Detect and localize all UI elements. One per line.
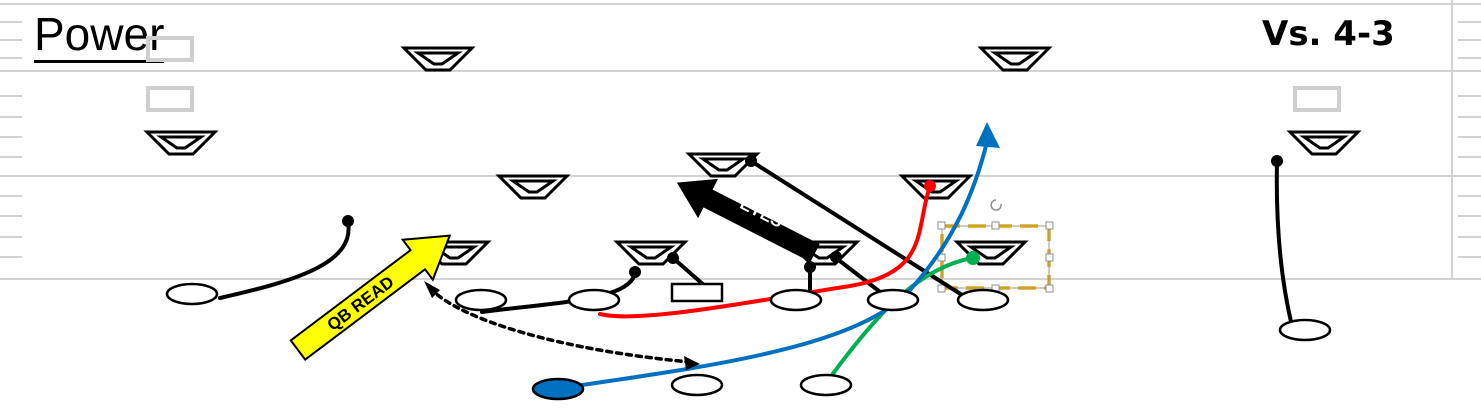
- defender-safety-left: [400, 46, 476, 72]
- player-left-tackle: [454, 288, 508, 312]
- block-point: [1271, 155, 1283, 167]
- qb-read-arrow-icon: [289, 234, 452, 361]
- player-right-guard: [769, 288, 823, 312]
- routes: [218, 122, 1295, 387]
- qb-read-callout: QB READ: [289, 234, 452, 361]
- rotate-handle-icon[interactable]: [990, 199, 1002, 211]
- cornerback-right: [1293, 86, 1341, 112]
- route-arrowhead-icon: [976, 122, 1000, 148]
- block-point: [966, 251, 980, 265]
- qb-read-path: [428, 286, 692, 364]
- player-tight-end: [956, 288, 1010, 312]
- defense-label: Vs. 4-3: [1262, 14, 1395, 54]
- defender-linebacker-right: [898, 174, 974, 200]
- route-fullback: [830, 256, 974, 377]
- hash-marks-right: [1458, 21, 1481, 258]
- offense: [165, 282, 1332, 401]
- player-quarterback: [670, 373, 724, 397]
- defender-corner-left: [143, 130, 219, 156]
- block-point: [924, 180, 936, 192]
- block-center: [671, 256, 707, 288]
- player-center: [670, 282, 724, 303]
- block-point: [342, 215, 354, 227]
- block-point: [667, 252, 679, 264]
- defender-linebacker-mid: [685, 152, 761, 178]
- route-pulling-guard: [598, 184, 932, 319]
- block-point: [745, 155, 757, 167]
- cornerback-left-back: [146, 36, 194, 62]
- defender-linebacker-left: [495, 174, 571, 200]
- player-split-end: [165, 282, 219, 306]
- field-lines: [0, 0, 1481, 280]
- eyes-arrow-icon: [676, 178, 820, 262]
- eyes-callout: EYES: [676, 178, 820, 262]
- player-wide-receiver: [1278, 318, 1332, 342]
- player-fullback: [799, 373, 853, 397]
- block-point: [830, 251, 842, 263]
- player-left-guard: [567, 288, 621, 312]
- defender-safety-right: [977, 46, 1053, 72]
- qb-read-arrowhead-icon: [684, 356, 700, 370]
- cornerback-left: [146, 86, 194, 112]
- player-right-tackle: [866, 288, 920, 312]
- player-running-back: [531, 377, 585, 401]
- play-title: Power: [34, 8, 165, 63]
- block-point: [804, 261, 816, 273]
- qb-read-label: QB READ: [324, 272, 398, 334]
- block-point: [629, 266, 641, 278]
- qb-read-arrowhead-icon: [424, 281, 440, 298]
- defensive-back-markers: [146, 36, 1341, 112]
- block-tight-end: [749, 159, 972, 302]
- hash-marks-left: [0, 21, 22, 258]
- defender-corner-right: [1286, 130, 1362, 156]
- route-split-end-left: [218, 220, 351, 300]
- route-wide-receiver-right: [1274, 160, 1295, 332]
